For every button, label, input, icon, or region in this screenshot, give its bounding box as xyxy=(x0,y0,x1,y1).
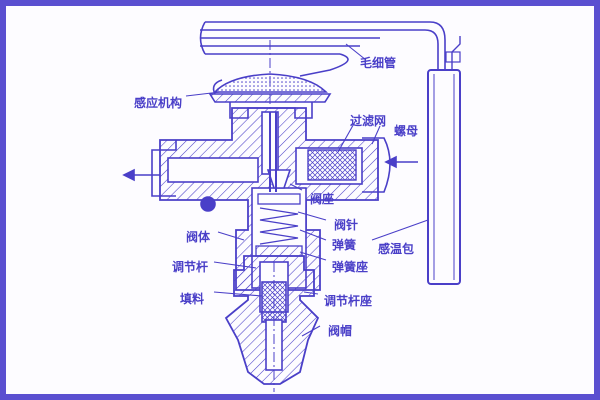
label-sensing-mechanism: 感应机构 xyxy=(134,96,183,110)
flow-arrows xyxy=(122,155,418,182)
capillary-coil xyxy=(199,21,446,77)
label-sensing-bulb: 感温包 xyxy=(378,242,415,256)
label-valve-needle: 阀针 xyxy=(334,218,359,232)
label-filter-screen: 过滤网 xyxy=(350,114,387,128)
label-capillary: 毛细管 xyxy=(360,56,397,70)
label-nut: 螺母 xyxy=(394,124,419,138)
label-valve-cap: 阀帽 xyxy=(328,324,353,338)
label-adjusting-rod-seat: 调节杆座 xyxy=(324,294,373,308)
label-spring-seat: 弹簧座 xyxy=(332,260,369,274)
sensing-bulb xyxy=(427,36,461,285)
label-valve-seat: 阀座 xyxy=(310,192,335,206)
valve-body-lower xyxy=(224,255,320,392)
label-adjusting-rod: 调节杆 xyxy=(172,260,209,274)
label-valve-body: 阀体 xyxy=(186,230,211,244)
filter-screen xyxy=(307,149,357,181)
leader-lines xyxy=(185,43,429,337)
label-packing: 填料 xyxy=(180,292,205,306)
label-spring: 弹簧 xyxy=(332,238,357,252)
expansion-valve-drawing xyxy=(122,21,461,392)
